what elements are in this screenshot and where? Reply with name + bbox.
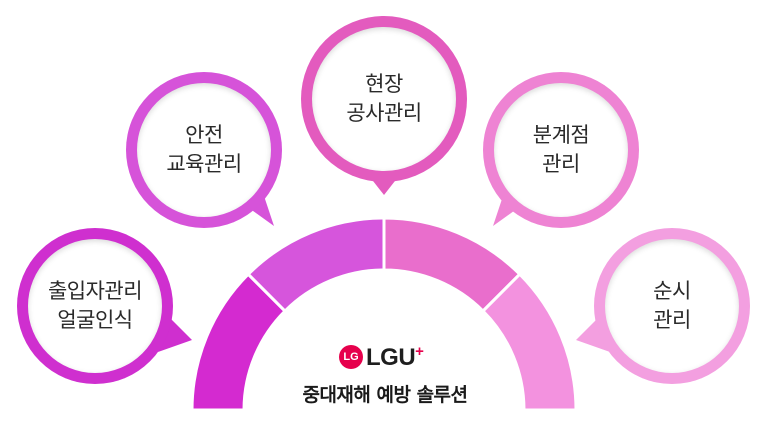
feature-label-5: 순시 관리 bbox=[653, 279, 691, 332]
lg-logo-icon: LG bbox=[339, 345, 363, 369]
feature-label-4: 분계점 관리 bbox=[532, 123, 590, 176]
feature-label-1: 출입자관리 얼굴인식 bbox=[47, 279, 143, 332]
feature-bubble-1: 출입자관리 얼굴인식 bbox=[28, 239, 162, 373]
feature-label-3: 현장 공사관리 bbox=[346, 72, 422, 125]
brand-plus: + bbox=[415, 342, 424, 360]
solution-title: 중대재해 예방 솔루션 bbox=[302, 384, 468, 406]
feature-bubble-4: 분계점 관리 bbox=[494, 83, 628, 217]
feature-label-2: 안전 교육관리 bbox=[166, 123, 242, 176]
brand-name: LGU+ bbox=[366, 342, 424, 371]
feature-bubble-3: 현장 공사관리 bbox=[312, 27, 456, 171]
feature-bubble-5: 순시 관리 bbox=[605, 239, 739, 373]
feature-bubble-2: 안전 교육관리 bbox=[137, 83, 271, 217]
lgu-logo: LG LGU+ bbox=[339, 341, 424, 373]
